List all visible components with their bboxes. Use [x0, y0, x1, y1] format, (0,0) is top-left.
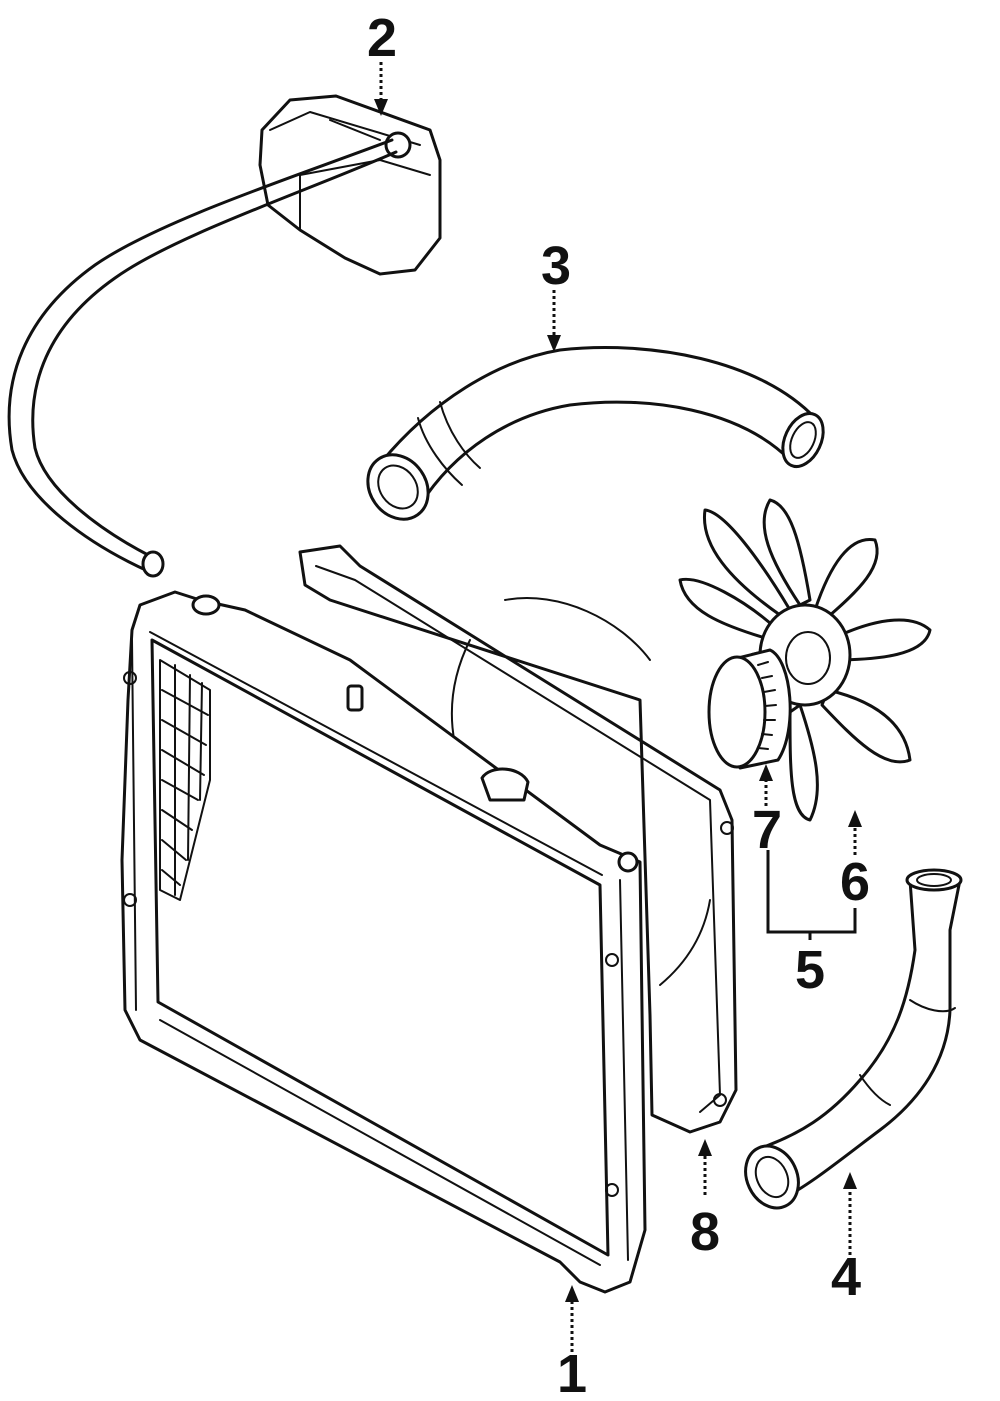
callout-7: 7 — [752, 800, 782, 860]
callout-4: 4 — [831, 1247, 861, 1307]
callout-5: 5 — [795, 940, 825, 1000]
reservoir-tank — [258, 94, 442, 276]
overflow-hose — [7, 138, 398, 578]
leader-line-4 — [843, 1172, 857, 1255]
callout-8: 8 — [690, 1202, 720, 1262]
lower-radiator-hose — [744, 868, 963, 1210]
bracket-5 — [766, 850, 857, 940]
callout-1: 1 — [557, 1344, 587, 1401]
leader-line-1 — [565, 1285, 579, 1352]
callout-6: 6 — [840, 852, 870, 912]
leader-line-8 — [698, 1139, 712, 1195]
leader-line-6 — [848, 810, 862, 855]
fan-clutch — [707, 648, 792, 770]
fan-shroud — [298, 544, 738, 1134]
radiator-core-mesh — [159, 659, 211, 901]
leader-line-2 — [374, 62, 388, 116]
callout-2: 2 — [367, 8, 397, 68]
radiator — [120, 590, 647, 1294]
callout-3: 3 — [541, 236, 571, 296]
upper-radiator-hose — [366, 346, 825, 521]
cooling-fan — [678, 498, 932, 822]
leader-line-3 — [547, 290, 561, 352]
leader-line-7 — [759, 764, 773, 806]
